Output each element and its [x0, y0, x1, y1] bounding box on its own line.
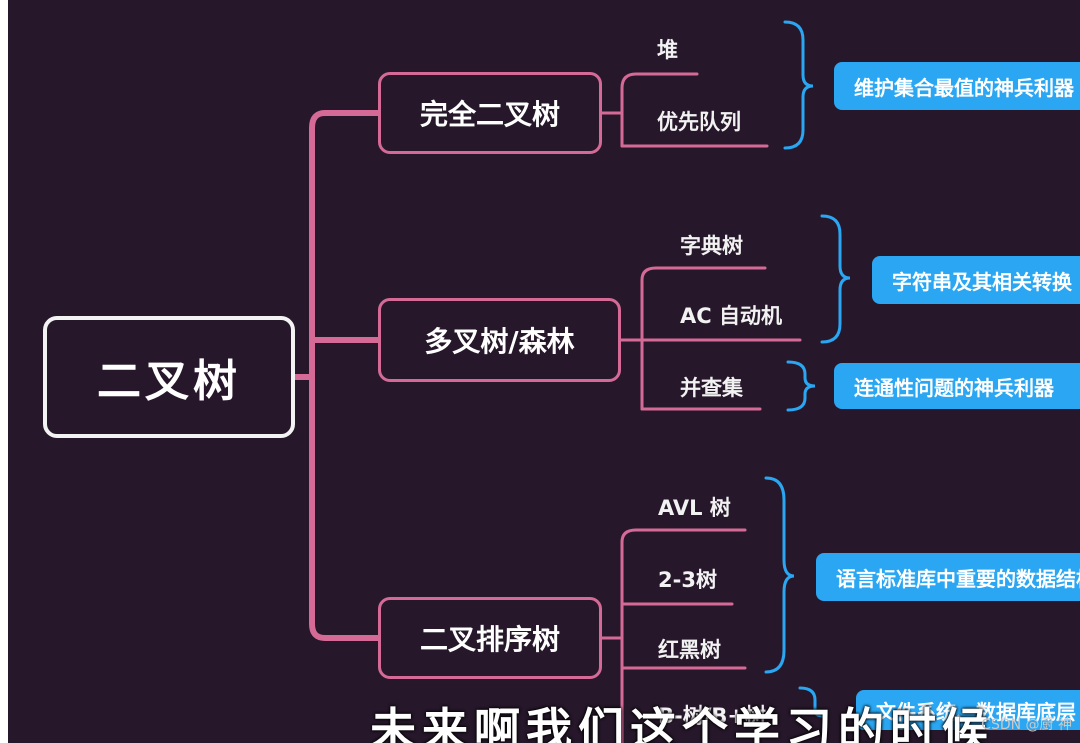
brace-2 — [820, 214, 851, 344]
video-subtitle: 未来啊我们这个学习的时候 — [370, 703, 994, 743]
note-string-transform: 字符串及其相关转换 — [872, 256, 1080, 304]
csdn-watermark: CSDN @厨 神 — [981, 717, 1072, 733]
root-node[interactable]: 二叉树 — [43, 316, 295, 438]
brace-1 — [783, 20, 814, 150]
branch-binary-search-tree[interactable]: 二叉排序树 — [378, 597, 602, 679]
leaf-priority-queue[interactable]: 优先队列 — [657, 110, 741, 134]
note-filesystem-database: 文件系统、数据库底层 — [856, 690, 1080, 730]
brace-5 — [798, 686, 825, 718]
note-connectivity: 连通性问题的神兵利器 — [834, 363, 1080, 409]
leaf-2-3-tree[interactable]: 2-3树 — [658, 568, 717, 592]
brace-4 — [764, 476, 795, 674]
leaf-red-black-tree[interactable]: 红黑树 — [658, 638, 721, 662]
leaf-avl-tree[interactable]: AVL 树 — [658, 496, 731, 520]
brace-3 — [786, 360, 816, 412]
leaf-union-find[interactable]: 并查集 — [680, 376, 743, 400]
leaf-ac-automaton[interactable]: AC 自动机 — [680, 304, 782, 328]
leaf-b-tree[interactable]: B-树/B+树 — [658, 704, 766, 728]
note-std-library: 语言标准库中重要的数据结构 — [816, 553, 1080, 601]
note-heap-priority-queue: 维护集合最值的神兵利器 — [834, 62, 1080, 110]
branch-complete-binary-tree[interactable]: 完全二叉树 — [378, 72, 602, 154]
leaf-trie[interactable]: 字典树 — [680, 234, 743, 258]
leaf-heap[interactable]: 堆 — [657, 38, 678, 62]
branch-multiway-tree-forest[interactable]: 多叉树/森林 — [378, 298, 621, 382]
